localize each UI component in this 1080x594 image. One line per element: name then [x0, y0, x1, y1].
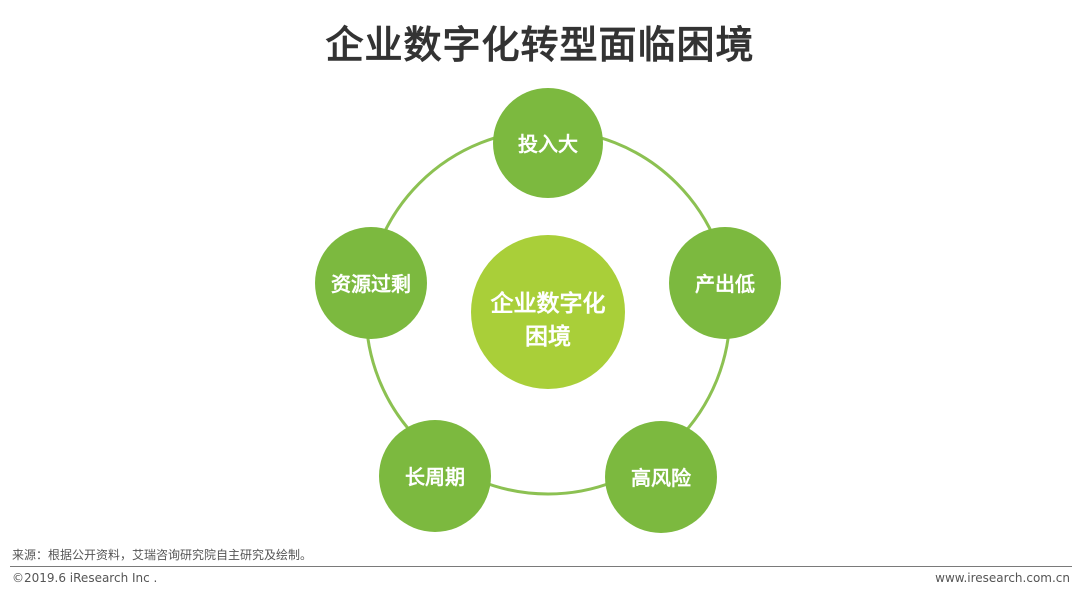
footer-divider: [10, 566, 1072, 567]
node-label: 资源过剩: [331, 272, 411, 296]
node-label: 投入大: [518, 132, 578, 156]
copyright-text: ©2019.6 iResearch Inc .: [12, 571, 158, 585]
page-title: 企业数字化转型面临困境: [325, 23, 755, 67]
node-label: 长周期: [405, 465, 465, 489]
node-high-risk: 高风险: [605, 421, 717, 533]
website-link[interactable]: www.iresearch.com.cn: [935, 571, 1070, 585]
center-circle: [471, 235, 625, 389]
source-note: 来源：根据公开资料，艾瑞咨询研究院自主研究及绘制。: [12, 548, 313, 562]
center-label-line2: 困境: [525, 323, 571, 350]
node-label: 高风险: [631, 466, 692, 490]
node-resource-surplus: 资源过剩: [315, 227, 427, 339]
node-low-output: 产出低: [669, 227, 781, 339]
center-label-line1: 企业数字化: [490, 290, 606, 317]
node-long-cycle: 长周期: [379, 420, 491, 532]
node-high-investment: 投入大: [493, 88, 603, 198]
node-label: 产出低: [695, 272, 755, 296]
